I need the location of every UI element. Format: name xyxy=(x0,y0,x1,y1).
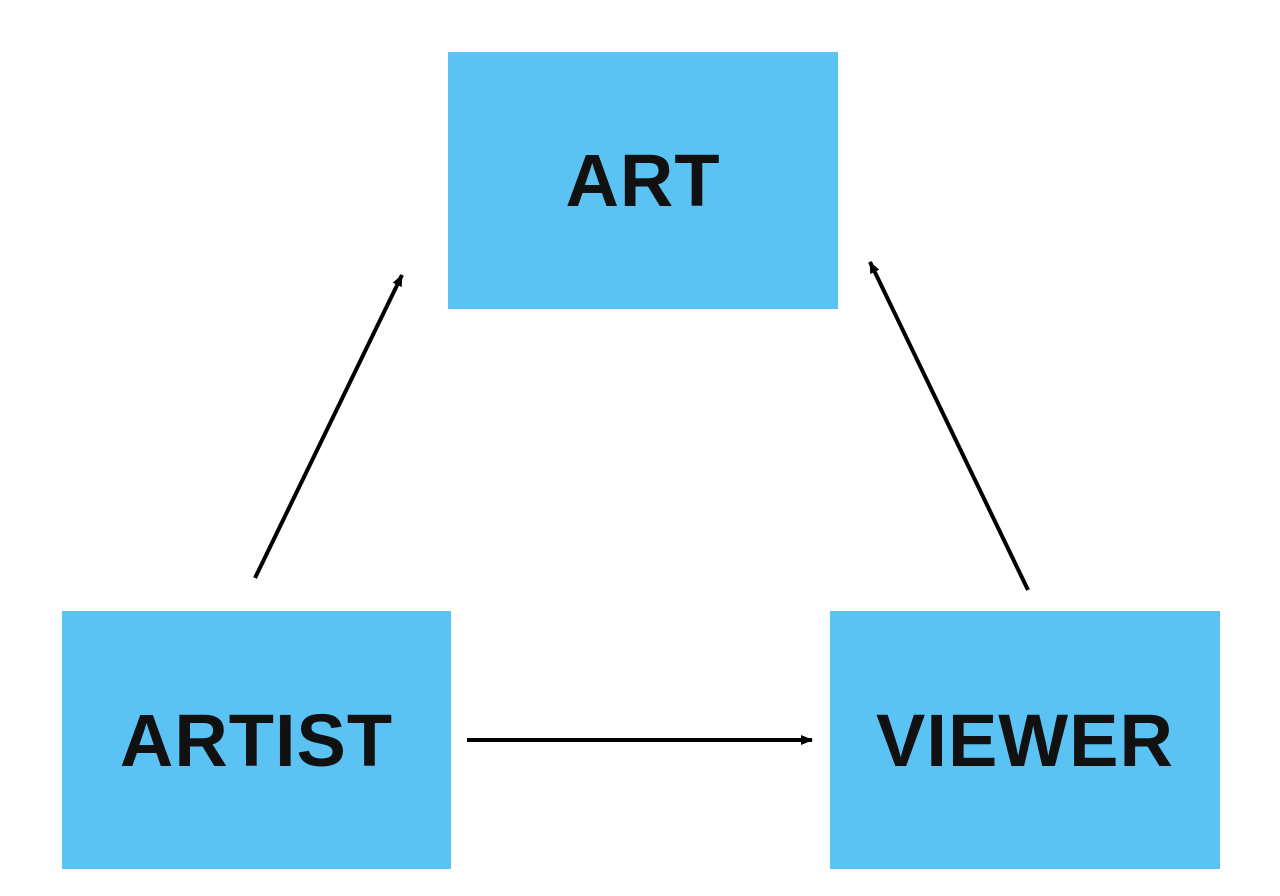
node-viewer-label: VIEWER xyxy=(876,698,1174,782)
node-viewer: VIEWER xyxy=(830,611,1220,869)
node-art-label: ART xyxy=(565,139,721,222)
node-artist-label: ARTIST xyxy=(119,698,394,782)
node-art: ART xyxy=(448,52,838,309)
arrow-viewer-to-art xyxy=(868,261,1030,591)
arrow-artist-to-art xyxy=(253,274,404,579)
node-artist: ARTIST xyxy=(62,611,451,869)
